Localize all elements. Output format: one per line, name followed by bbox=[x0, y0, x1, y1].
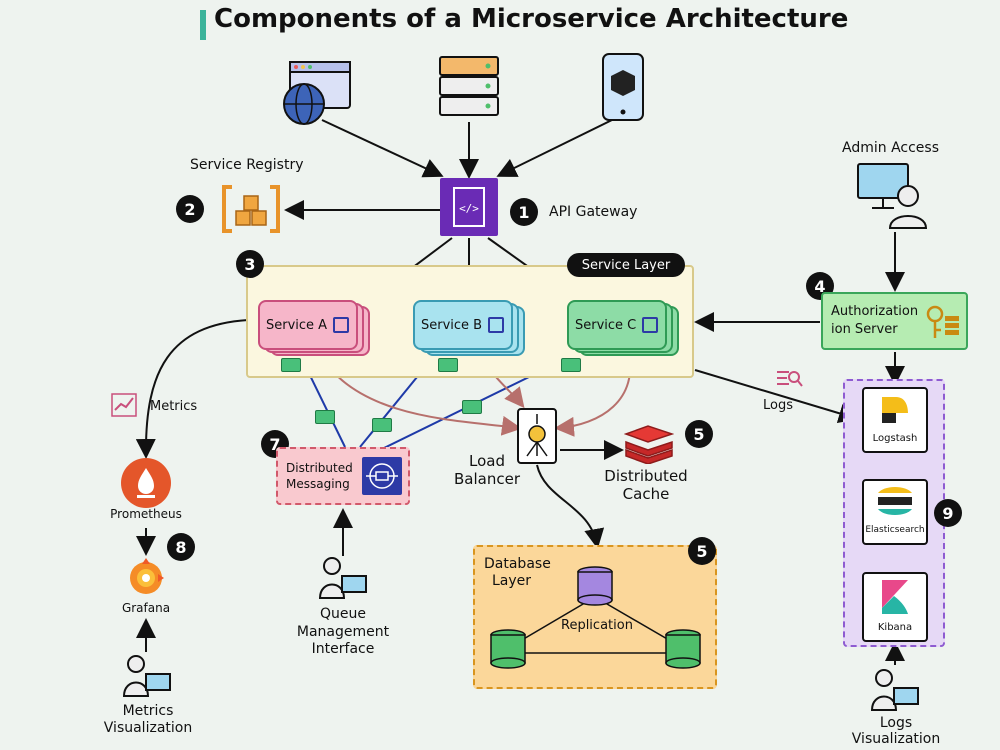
grafana-label: Grafana bbox=[121, 601, 171, 615]
edge-mobile-to-gateway bbox=[496, 119, 613, 177]
cache-icon bbox=[623, 420, 675, 465]
service-a-box[interactable]: Service A bbox=[258, 300, 358, 350]
kibana-label: Kibana bbox=[877, 622, 913, 633]
envelope-icon bbox=[462, 400, 482, 414]
page-title: Components of a Microservice Architectur… bbox=[214, 4, 849, 34]
logs-viz-line1: Logs bbox=[879, 715, 913, 731]
metrics-viz-line2: Visualization bbox=[103, 720, 193, 736]
api-gateway-glyph: </> bbox=[459, 202, 479, 215]
elasticsearch-label: Elasticsearch bbox=[865, 525, 925, 535]
authorization-server-box[interactable]: Authorization ion Server bbox=[821, 292, 968, 350]
logstash-icon bbox=[882, 397, 908, 423]
badge-5-db: 5 bbox=[688, 537, 716, 565]
web-client-icon bbox=[282, 60, 352, 130]
badge-9: 9 bbox=[934, 499, 962, 527]
admin-access-label: Admin Access bbox=[842, 140, 939, 156]
service-b-stack: Service B bbox=[413, 300, 528, 356]
service-c-stack: Service C bbox=[567, 300, 682, 356]
logs-label: Logs bbox=[763, 398, 793, 413]
logstash-box[interactable]: Logstash bbox=[862, 387, 928, 453]
api-gateway-icon: </> bbox=[440, 178, 498, 236]
kibana-box[interactable]: Kibana bbox=[862, 572, 928, 642]
envelope-icon bbox=[561, 358, 581, 372]
db-layer-line2: Layer bbox=[492, 573, 532, 589]
api-gateway-label: API Gateway bbox=[549, 204, 638, 220]
database-icon bbox=[490, 629, 526, 669]
chip-icon bbox=[642, 317, 659, 333]
mobile-client-icon bbox=[601, 52, 645, 122]
kibana-icon bbox=[882, 580, 908, 614]
database-icon bbox=[665, 629, 701, 669]
server-client-icon bbox=[438, 55, 500, 121]
queue-user-icon bbox=[318, 556, 370, 600]
metrics-viz-user-icon bbox=[122, 654, 174, 698]
chip-icon bbox=[333, 317, 350, 333]
edge-metrics-to-prometheus bbox=[135, 319, 249, 459]
title-accent-bar bbox=[200, 10, 206, 40]
queue-line2: Management bbox=[296, 624, 390, 640]
cache-line2: Cache bbox=[622, 485, 670, 503]
logstash-label: Logstash bbox=[872, 433, 918, 444]
metrics-viz-line1: Metrics bbox=[122, 703, 174, 719]
load-balancer-line2: Balancer bbox=[454, 470, 520, 488]
service-c-box[interactable]: Service C bbox=[567, 300, 667, 350]
badge-1: 1 bbox=[510, 198, 538, 226]
service-registry-label: Service Registry bbox=[190, 157, 304, 173]
database-icon bbox=[577, 566, 613, 606]
auth-label-line2: ion Server bbox=[831, 322, 898, 337]
queue-icon bbox=[362, 457, 402, 495]
elasticsearch-icon bbox=[878, 487, 912, 515]
elasticsearch-box[interactable]: Elasticsearch bbox=[862, 479, 928, 545]
service-a-stack: Service A bbox=[258, 300, 373, 356]
service-b-label: Service B bbox=[421, 317, 483, 333]
admin-user-icon bbox=[856, 162, 936, 232]
edge-logs-to-logstash bbox=[694, 369, 859, 423]
queue-line1: Queue bbox=[320, 606, 366, 622]
auth-label-line1: Authorization bbox=[831, 304, 919, 319]
service-b-box[interactable]: Service B bbox=[413, 300, 513, 350]
edge-web-to-gateway bbox=[321, 119, 444, 178]
service-registry-icon bbox=[220, 183, 282, 235]
grafana-icon bbox=[123, 555, 169, 601]
envelope-icon bbox=[315, 410, 335, 424]
logs-viz-line2: Visualization bbox=[851, 731, 941, 747]
envelope-icon bbox=[372, 418, 392, 432]
envelope-icon bbox=[281, 358, 301, 372]
badge-2: 2 bbox=[176, 195, 204, 223]
prometheus-label: Prometheus bbox=[110, 507, 182, 521]
messaging-line1: Distributed bbox=[286, 461, 353, 475]
chip-icon bbox=[488, 317, 505, 333]
service-layer-label-box: Service Layer bbox=[567, 253, 685, 277]
edge-lb-to-database bbox=[536, 464, 605, 549]
prometheus-icon bbox=[121, 458, 171, 508]
envelope-icon bbox=[438, 358, 458, 372]
distributed-messaging-box[interactable]: Distributed Messaging bbox=[276, 447, 410, 505]
badge-5-cache: 5 bbox=[685, 420, 713, 448]
service-a-label: Service A bbox=[266, 317, 328, 333]
cache-line1: Distributed bbox=[604, 467, 688, 485]
badge-3: 3 bbox=[236, 250, 264, 278]
db-layer-line1: Database bbox=[484, 556, 551, 572]
logs-viz-user-icon bbox=[870, 668, 922, 712]
load-balancer-icon[interactable] bbox=[517, 408, 557, 464]
load-balancer-line1: Load bbox=[469, 452, 505, 470]
metrics-chart-icon bbox=[110, 392, 138, 418]
metrics-label: Metrics bbox=[150, 399, 198, 414]
logs-search-icon bbox=[777, 368, 803, 388]
queue-line3: Interface bbox=[311, 641, 375, 657]
messaging-line2: Messaging bbox=[286, 477, 350, 491]
replication-graph bbox=[490, 566, 701, 669]
service-c-label: Service C bbox=[575, 317, 637, 333]
replication-label: Replication bbox=[561, 618, 633, 633]
key-icon bbox=[926, 305, 959, 338]
badge-8: 8 bbox=[167, 533, 195, 561]
service-layer-label: Service Layer bbox=[581, 257, 671, 273]
